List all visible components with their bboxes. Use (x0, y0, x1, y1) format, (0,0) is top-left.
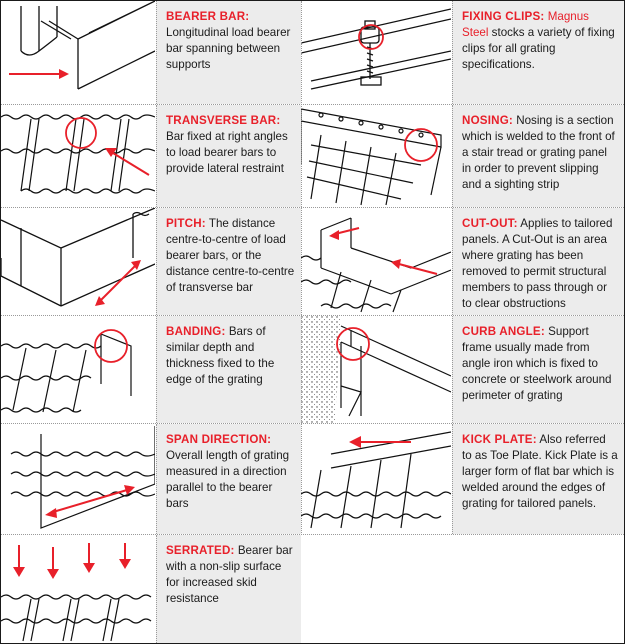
fixing-clips-illustration (301, 1, 451, 104)
row-divider (1, 423, 624, 424)
term-description: Longitudinal load bearer bar spanning be… (166, 26, 291, 71)
row-divider (1, 104, 624, 105)
term-label: CURB ANGLE: (462, 325, 545, 338)
span-direction-illustration (1, 424, 155, 534)
term-label: NOSING: (462, 114, 513, 127)
entry-bearer-bar: BEARER BAR: Longitudinal load bearer bar… (1, 1, 301, 104)
entry-serrated: SERRATED: Bearer bar with a non-slip sur… (1, 535, 301, 643)
term-description: Nosing is a section which is welded to t… (462, 114, 615, 191)
entry-banding: BANDING: Bars of similar depth and thick… (1, 316, 301, 423)
entry-kick-plate: KICK PLATE: Also referred to as Toe Plat… (301, 424, 624, 534)
nosing-illustration (301, 105, 451, 207)
bearer-bar-illustration (1, 1, 155, 104)
entry-transverse-bar: TRANSVERSE BAR: Bar fixed at right angle… (1, 105, 301, 207)
term-description: Bars of similar depth and thickness fixe… (166, 325, 275, 386)
term-label: BANDING: (166, 325, 226, 338)
term-description: Bar fixed at right angles to load bearer… (166, 130, 288, 175)
row-divider (1, 315, 624, 316)
term-description: Overall length of grating measured in a … (166, 449, 290, 510)
term-description: The distance centre-to-centre of load be… (166, 217, 295, 294)
term-label: BEARER BAR: (166, 10, 250, 23)
term-label: SPAN DIRECTION: (166, 433, 272, 446)
entry-curb-angle: CURB ANGLE: Support frame usually made f… (301, 316, 624, 423)
entry-nosing: NOSING: Nosing is a section which is wel… (301, 105, 624, 207)
term-description: Bearer bar with a non-slip surface for i… (166, 544, 293, 605)
term-description: Applies to tailored panels. A Cut-Out is… (462, 217, 613, 310)
row-divider (1, 534, 624, 535)
entry-pitch: PITCH: The distance centre-to-centre of … (1, 208, 301, 315)
banding-illustration (1, 316, 155, 423)
cut-out-illustration (301, 208, 451, 315)
term-label: KICK PLATE: (462, 433, 537, 446)
entry-fixing-clips: FIXING CLIPS: Magnus Steel stocks a vari… (301, 1, 624, 104)
kick-plate-illustration (301, 424, 451, 534)
entry-span-direction: SPAN DIRECTION: Overall length of gratin… (1, 424, 301, 534)
transverse-bar-illustration (1, 105, 155, 207)
term-description: Also referred to as Toe Plate. Kick Plat… (462, 433, 618, 510)
term-label: FIXING CLIPS: (462, 10, 545, 23)
serrated-illustration (1, 535, 155, 643)
term-description: stocks a variety of fixing clips for all… (462, 26, 615, 71)
column-divider (301, 1, 302, 535)
term-label: SERRATED: (166, 544, 235, 557)
term-label: TRANSVERSE BAR: (166, 114, 281, 127)
entry-cut-out: CUT-OUT: Applies to tailored panels. A C… (301, 208, 624, 315)
brand-name: Magnus Steel (462, 10, 589, 39)
curb-angle-illustration (301, 316, 451, 423)
term-label: PITCH: (166, 217, 206, 230)
term-label: CUT-OUT: (462, 217, 518, 230)
term-description: Support frame usually made from angle ir… (462, 325, 612, 402)
pitch-illustration (1, 208, 155, 315)
row-divider (1, 207, 624, 208)
